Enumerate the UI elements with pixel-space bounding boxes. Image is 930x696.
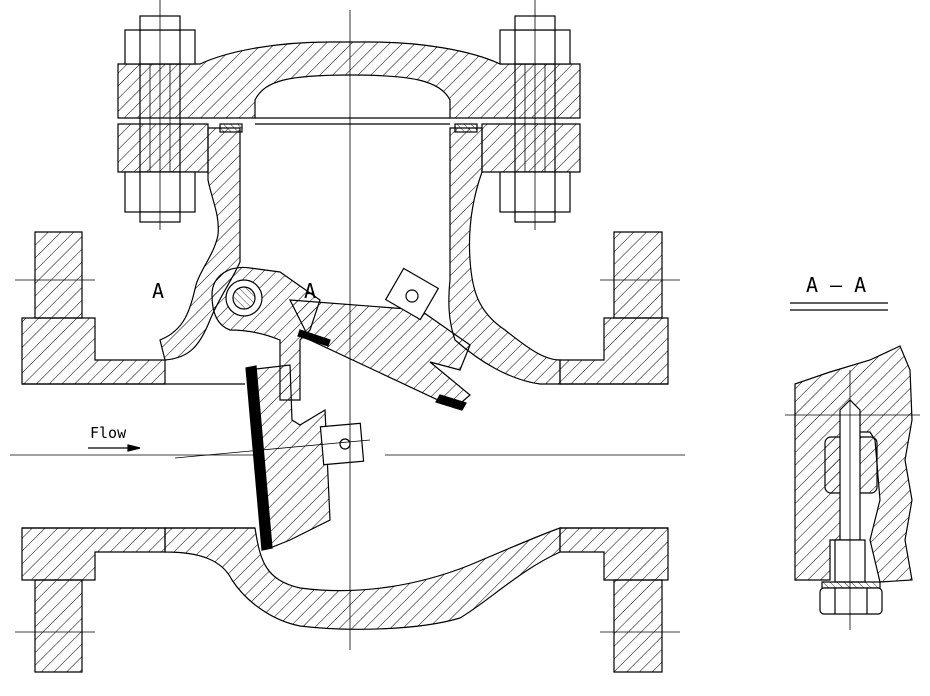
section-mark-right: A [304,279,316,303]
valve-body-upper [159,127,241,361]
main-section-view [10,0,685,673]
disc-open-nut [384,267,440,321]
section-a-a-view: A — A [785,273,920,630]
flow-label: Flow [90,424,127,442]
disc-nut [319,422,365,466]
section-title: A — A [806,273,866,297]
section-bolt [819,399,883,615]
disc-open [288,267,471,411]
flow-arrow [88,444,141,452]
right-flange [559,231,669,673]
centre-lines [10,0,685,650]
valve-body-lower [164,527,561,630]
section-mark-left: A [152,279,164,303]
gasket-left [219,123,243,133]
disc-closed [245,364,365,551]
gasket-right [454,123,478,133]
left-flange [21,231,166,673]
